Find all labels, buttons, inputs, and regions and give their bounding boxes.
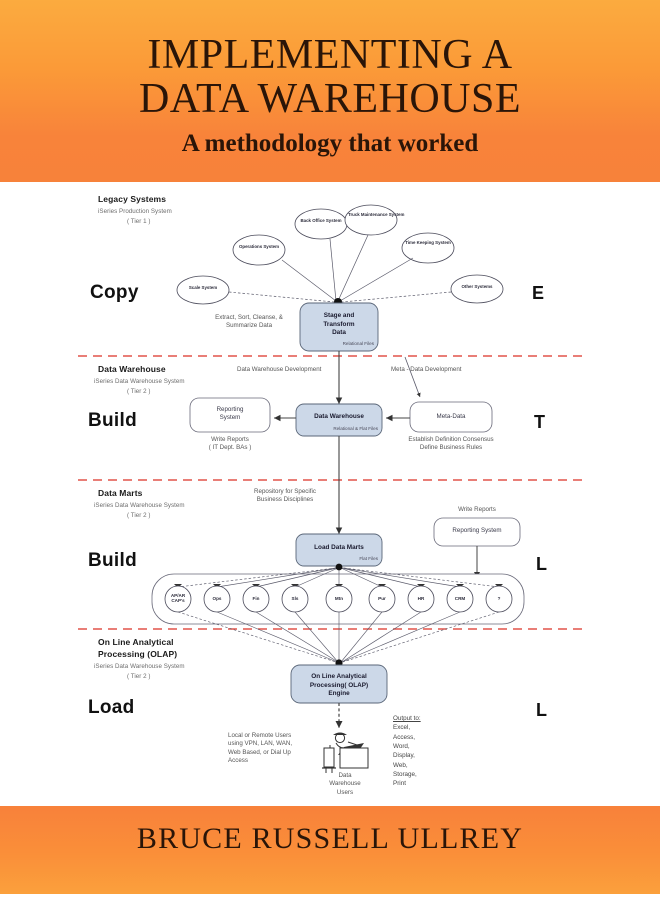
tier-olap-subtitle-2: ( Tier 2 ) (127, 673, 151, 680)
reporting-system-box (189, 397, 271, 433)
data-warehouse-filetag: Relational & Flat Files (333, 426, 378, 431)
author-band: BRUCE RUSSELL ULLREY (0, 806, 660, 894)
source-ellipse-truck-maintenance: Truck Maintenance System (348, 212, 405, 217)
tier-legacy-verb: Copy (90, 282, 139, 303)
reporting-system-note: Write Reports ( IT Dept. BAs ) (208, 436, 252, 452)
mart-hr: HR (417, 596, 425, 601)
marts-reporting-system-label: Reporting System (452, 527, 502, 534)
title-line-2: DATA WAREHOUSE (138, 75, 522, 122)
tier-legacy-title: Legacy Systems (98, 194, 167, 204)
page-title: IMPLEMENTING A DATA WAREHOUSE (138, 31, 522, 122)
stage-transform-filetag: Relational Files (342, 341, 374, 346)
mart-pur: Pur (378, 596, 386, 601)
load-data-marts-label: Load Data Marts (314, 544, 364, 551)
tier-olap-verb: Load (88, 697, 135, 718)
tier-olap-subtitle-1: iSeries Data Warehouse System (94, 663, 185, 670)
output-targets-heading: Output to: (393, 715, 421, 722)
etl-letter-t: T (534, 412, 545, 432)
tier-dw-subtitle-1: iSeries Data Warehouse System (94, 378, 185, 385)
load-data-marts-filetag: Flat Files (359, 556, 378, 561)
tier-marts-subtitle-1: iSeries Data Warehouse System (94, 502, 185, 509)
tier-legacy-subtitle-2: ( Tier 1 ) (127, 218, 151, 225)
mart-sls: Sls (291, 596, 299, 601)
mart-unknown: ? (497, 596, 501, 601)
meta-data-development-label: Meta - Data Development (391, 366, 462, 373)
meta-data-label: Meta-Data (436, 413, 466, 420)
output-target-print: Print (393, 780, 406, 788)
output-target-storage: Storage, (393, 770, 417, 778)
mart-fin: Fin (252, 596, 260, 601)
title-line-1: IMPLEMENTING A (147, 31, 513, 78)
data-warehouse-users-label: Data Warehouse Users (329, 772, 361, 796)
tier-marts-title: Data Marts (98, 488, 143, 498)
olap-engine-label: On Line Analytical Processing( OLAP) Eng… (309, 673, 369, 698)
mart-mtn: Mtn (334, 596, 344, 601)
stage-transform-label: Stage and Transform Data (323, 312, 355, 337)
users-access-note: Local or Remote Users using VPN, LAN, WA… (228, 732, 293, 765)
extract-annotation: Extract, Sort, Cleanse, & Summarize Data (215, 314, 283, 330)
architecture-diagram: Legacy Systems iSeries Production System… (0, 182, 660, 806)
marts-repository-annotation: Repository for Specific Business Discipl… (254, 488, 316, 504)
subtitle: A methodology that worked (181, 130, 479, 158)
tier-marts-subtitle-2: ( Tier 2 ) (127, 512, 151, 519)
output-target-display: Display, (393, 752, 415, 760)
mart-ops: Ops (212, 596, 222, 601)
etl-letter-l-1: L (536, 554, 547, 574)
mart-crm: CRM (454, 596, 466, 601)
source-ellipse-operations: Operations System (238, 244, 280, 249)
source-ellipse-other: Other Systems (461, 284, 493, 289)
tier-dw-title: Data Warehouse (98, 364, 166, 374)
tier-olap-title-1: On Line Analytical (98, 637, 174, 647)
etl-letter-l-2: L (536, 700, 547, 720)
author-name: BRUCE RUSSELL ULLREY (136, 822, 524, 855)
diagram-vector-layer (78, 204, 582, 773)
output-target-word: Word, (393, 742, 410, 750)
source-ellipse-scale: Scale System (188, 285, 218, 290)
output-targets-list: Output to: Excel, Access, Word, Display,… (393, 714, 421, 789)
output-target-access: Access, (393, 733, 416, 741)
source-ellipse-back-office: Back Office System (300, 218, 342, 223)
user-workstation-icon (322, 732, 369, 773)
tier-olap-title-2: Processing (OLAP) (98, 649, 178, 659)
source-ellipse-time-keeping: Time Keeping System (405, 240, 451, 245)
output-target-web: Web, (393, 761, 408, 769)
tier-legacy-subtitle-1: iSeries Production System (98, 208, 172, 215)
tier-dw-verb: Build (88, 410, 137, 431)
meta-data-box (409, 401, 493, 433)
dw-development-label: Data Warehouse Development (237, 366, 322, 373)
data-warehouse-label: Data Warehouse (314, 413, 364, 420)
etl-letter-e: E (532, 283, 545, 303)
marts-write-reports-note: Write Reports (458, 506, 496, 513)
meta-data-note: Establish Definition Consensus Define Bu… (408, 436, 494, 452)
output-target-excel: Excel, (393, 724, 411, 732)
tier-marts-verb: Build (88, 550, 137, 571)
tier-dw-subtitle-2: ( Tier 2 ) (127, 388, 151, 395)
title-band: IMPLEMENTING A DATA WAREHOUSE A methodol… (0, 0, 660, 182)
mart-circles (164, 585, 513, 613)
reporting-system-label: Reporting System (216, 406, 244, 422)
mart-ap-ar: AP/AR CAP's (170, 593, 186, 604)
